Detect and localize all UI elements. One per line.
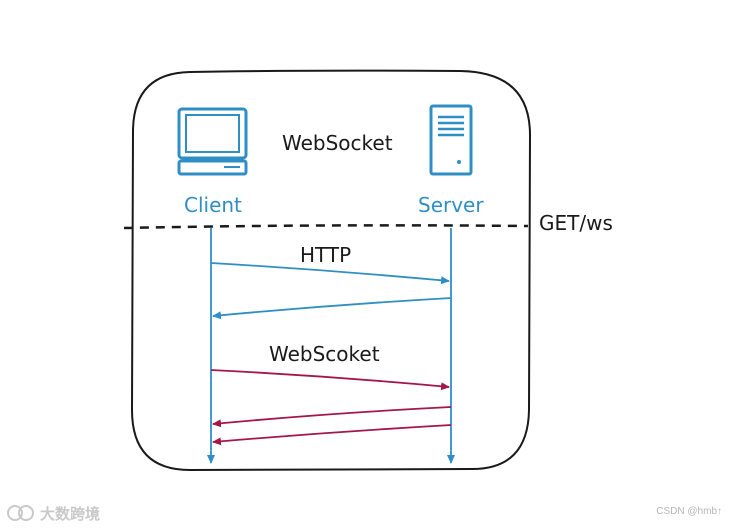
http-label: HTTP — [300, 243, 351, 267]
diagram-title: WebSocket — [282, 131, 393, 155]
ws-downstream-arrow-2 — [212, 424, 452, 446]
monitor-icon — [177, 107, 248, 176]
brand-logo-icon — [7, 505, 34, 521]
server-label: Server — [418, 193, 484, 217]
dashed-separator — [123, 224, 529, 230]
watermark-right: CSDN @hmb↑ — [656, 506, 722, 517]
watermark-left-text: 大数跨境 — [40, 504, 101, 523]
websocket-label: WebScoket — [269, 342, 380, 366]
outer-frame — [130, 69, 532, 472]
ws-downstream-arrow-1 — [212, 406, 452, 428]
request-label: GET/ws — [539, 211, 613, 235]
server-tower-icon — [429, 104, 473, 176]
ws-upstream-arrow — [210, 369, 450, 391]
watermark-left: 大数跨境 — [6, 502, 100, 524]
http-response-arrow — [212, 297, 452, 320]
http-request-arrow — [210, 262, 450, 285]
client-label: Client — [184, 193, 242, 217]
